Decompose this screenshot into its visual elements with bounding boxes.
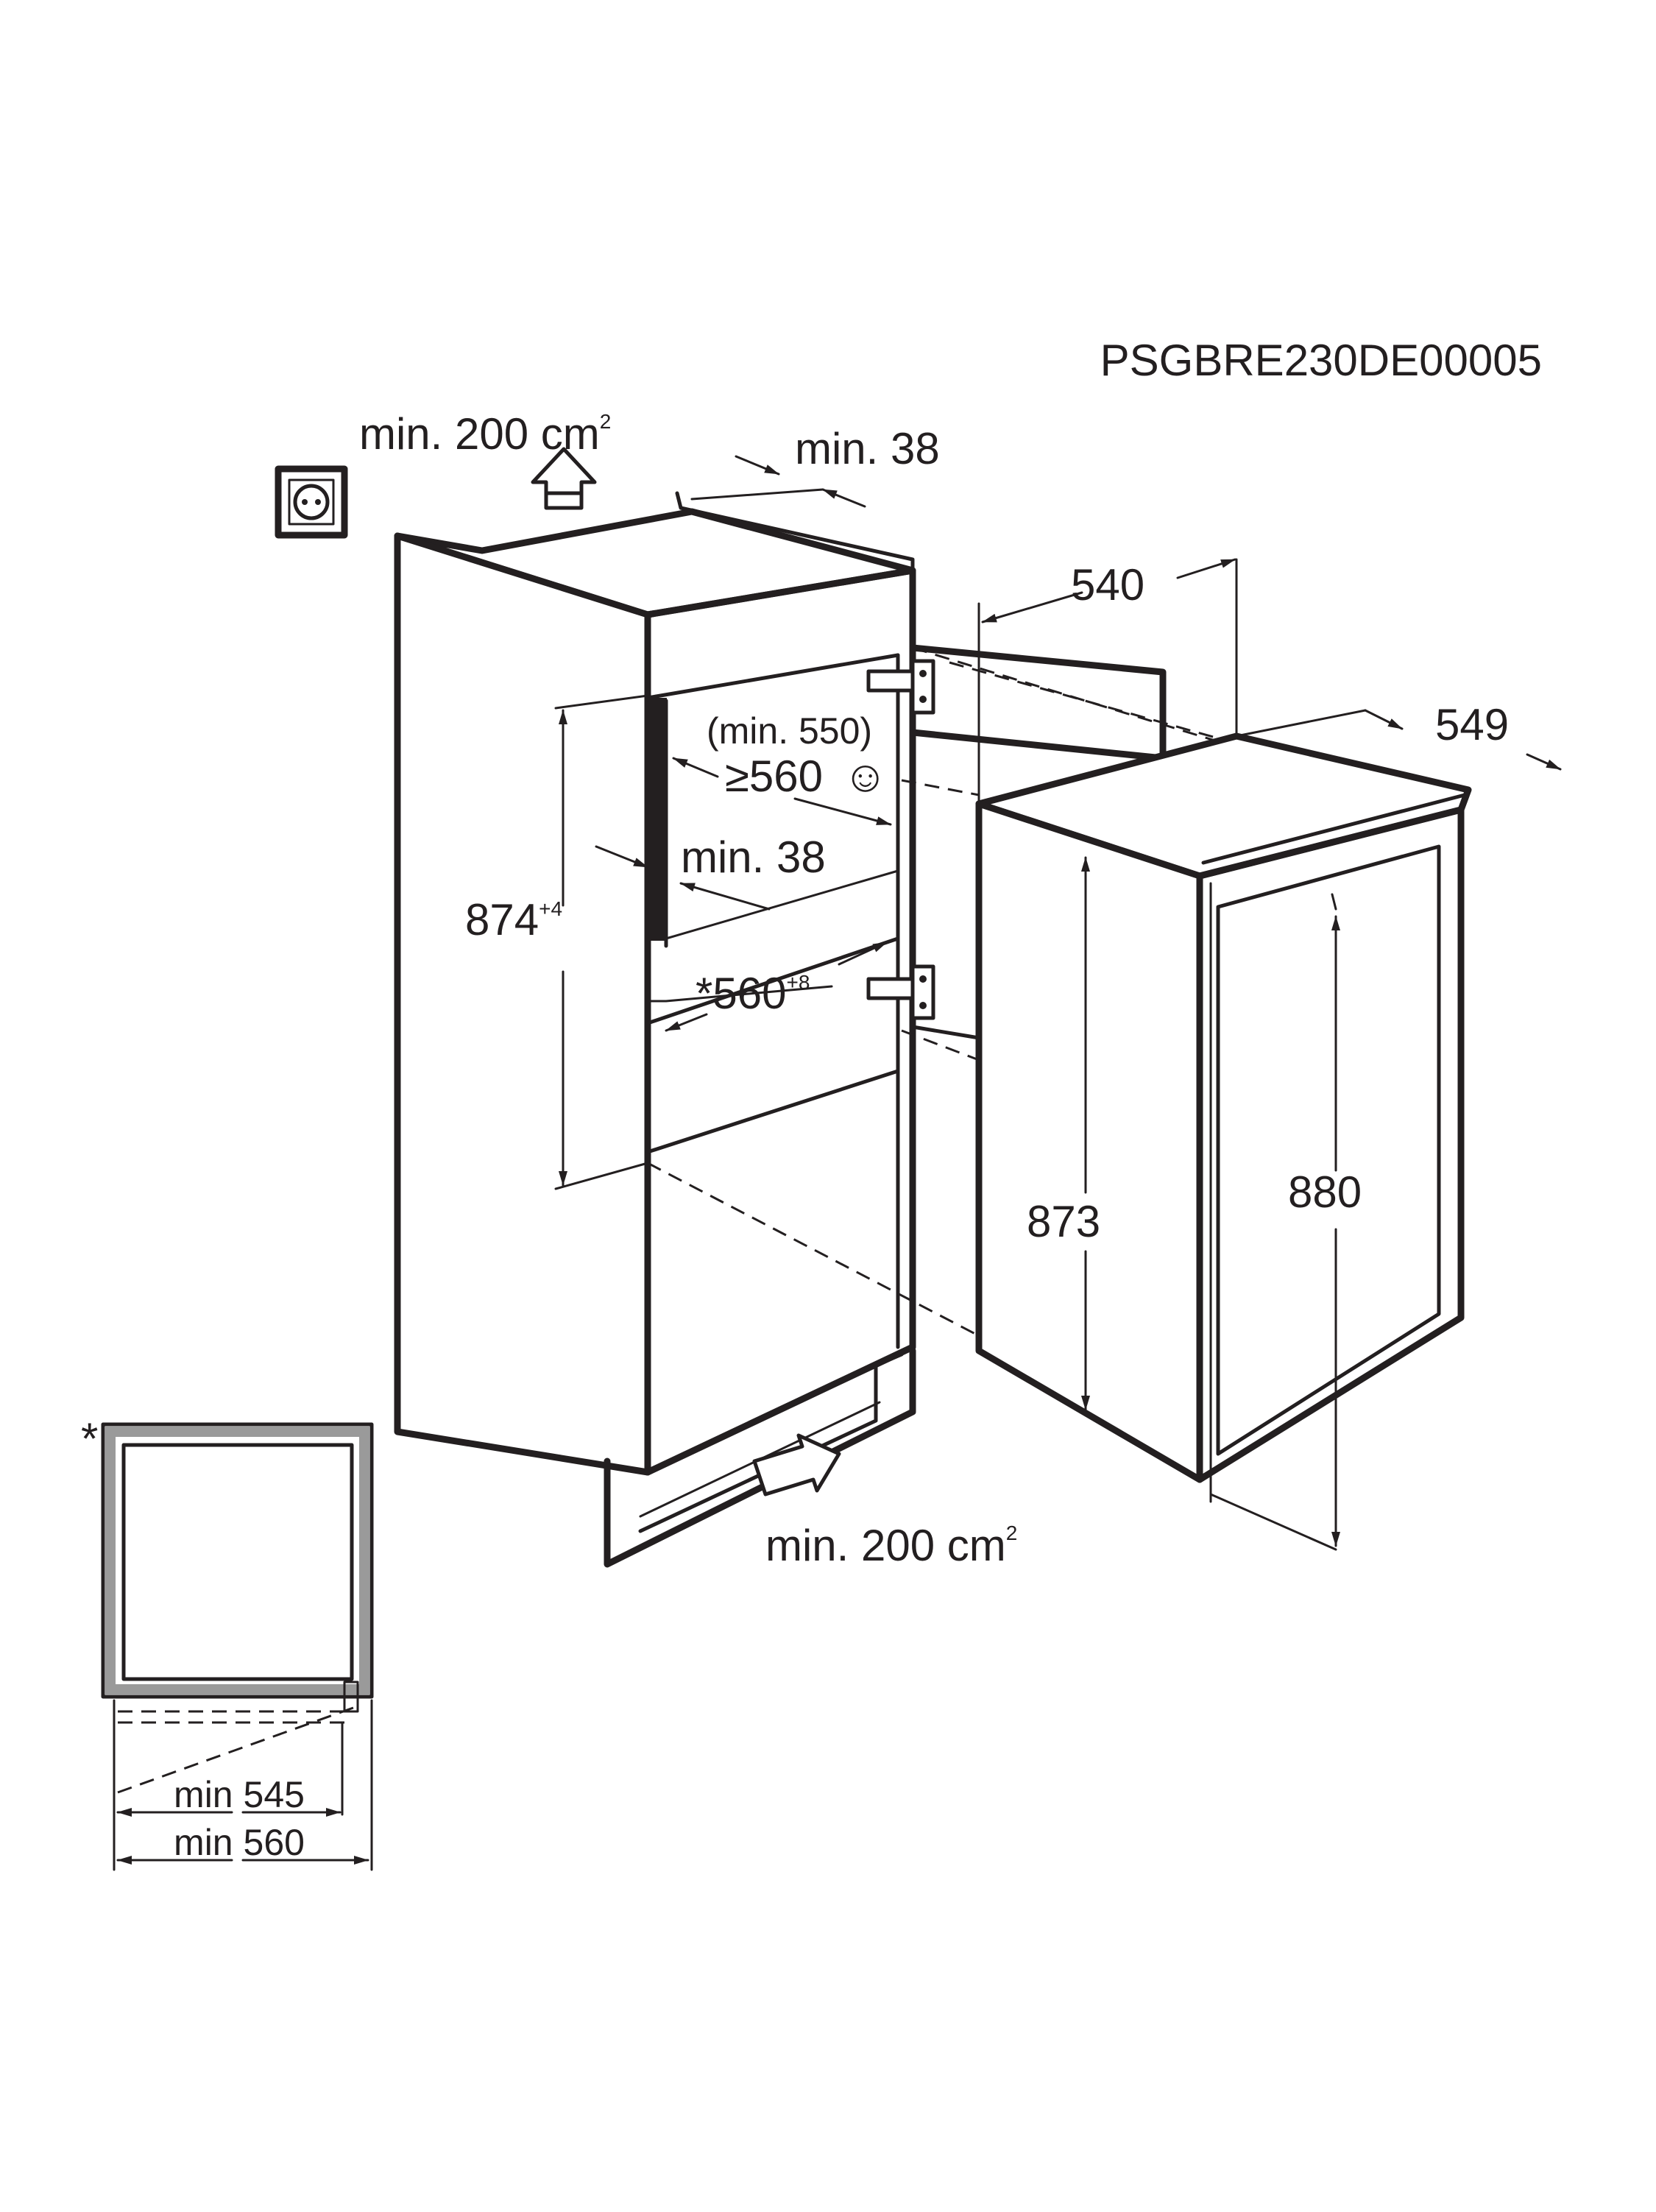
vent-top-arrow-icon — [531, 447, 597, 510]
niche-min-550-label: (min. 550) — [707, 710, 872, 752]
hinge-top-icon — [866, 659, 935, 715]
inset-asterisk: * — [81, 1414, 98, 1463]
depth-549-label: 549 — [1435, 700, 1509, 749]
projection-lines — [647, 646, 1237, 1335]
gap-top-arrow-right — [821, 488, 866, 508]
niche-width-arrow-right — [793, 797, 892, 826]
gap-top-label: min. 38 — [795, 424, 940, 473]
smiley-icon: ☺ — [843, 752, 888, 801]
niche-width-star-label: *560+8 — [696, 969, 810, 1018]
cabinet-door-top — [909, 644, 1167, 762]
vent-top-label: min. 200 cm2 — [359, 409, 611, 459]
gap-side-label: min. 38 — [681, 833, 826, 882]
gap-side-arrow-right — [679, 882, 771, 911]
diagram-code: PSGBRE230DE00005 — [1100, 336, 1542, 385]
gap-top-arrow-left — [735, 455, 780, 476]
appliance-fridge — [975, 732, 1472, 1483]
cabinet-housing — [394, 491, 916, 1568]
inset-plan-view — [101, 1422, 374, 1871]
hinge-bottom-icon — [866, 964, 935, 1020]
min-545-label: min 545 — [174, 1774, 305, 1815]
niche-width-label: ≥560 — [725, 752, 823, 801]
depth-540-arrow-right — [1176, 558, 1236, 579]
niche-star-arrow-left — [665, 1013, 708, 1032]
niche-star-arrow-right — [838, 941, 888, 966]
depth-549-arrow-right — [1526, 753, 1562, 771]
niche-height-label: 874+4 — [465, 895, 562, 944]
vent-bottom-arrow-icon — [752, 1433, 841, 1497]
depth-540-label: 540 — [1071, 560, 1144, 609]
gap-side-arrow-left — [595, 845, 649, 869]
height-873-label: 873 — [1027, 1197, 1100, 1246]
vent-bottom-label: min. 200 cm2 — [765, 1521, 1017, 1570]
niche-width-arrow-left — [672, 757, 719, 778]
height-880-label: 880 — [1288, 1167, 1362, 1217]
min-560-label: min 560 — [174, 1822, 305, 1863]
gap-top-ref-line — [690, 488, 824, 501]
depth-549-arrow-left — [1364, 709, 1404, 730]
depth-540-arrow-left — [981, 591, 1083, 623]
socket-icon — [275, 465, 348, 539]
